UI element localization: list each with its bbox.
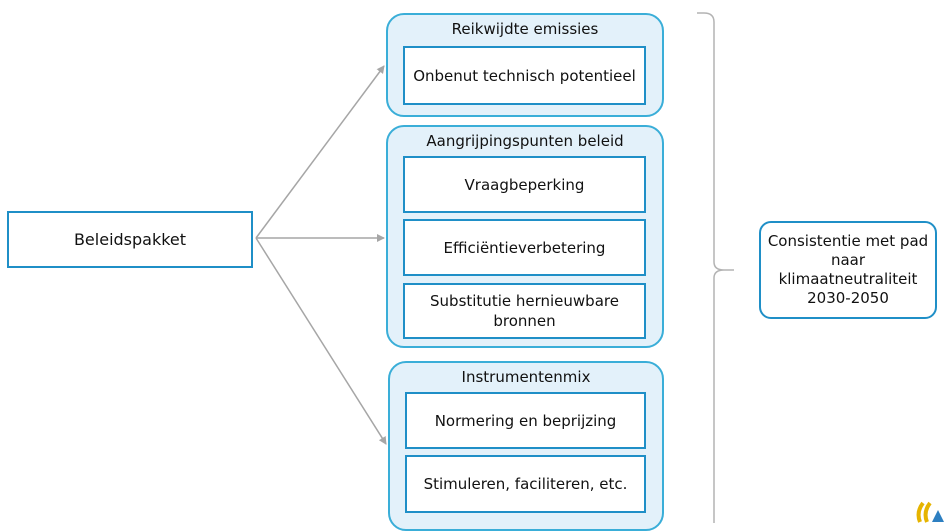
outcome-box: Consistentie met pad naar klimaatneutral… bbox=[759, 221, 937, 319]
item-stimuleren: Stimuleren, faciliteren, etc. bbox=[405, 455, 646, 513]
item-onbenut-potentieel: Onbenut technisch potentieel bbox=[403, 46, 646, 105]
group-title: Instrumentenmix bbox=[461, 368, 591, 386]
item-normering: Normering en beprijzing bbox=[405, 392, 646, 449]
group-title: Aangrijpingspunten beleid bbox=[426, 132, 624, 150]
source-label: Beleidspakket bbox=[73, 230, 187, 249]
logo-icon bbox=[916, 501, 944, 523]
source-box: Beleidspakket bbox=[7, 211, 253, 268]
arrow-to-instrumentenmix bbox=[255, 237, 387, 445]
item-vraagbeperking: Vraagbeperking bbox=[403, 156, 646, 213]
item-substitutie: Substitutie hernieuwbare bronnen bbox=[403, 283, 646, 339]
group-title: Reikwijdte emissies bbox=[451, 20, 599, 38]
outcome-label: Consistentie met pad naar klimaatneutral… bbox=[767, 232, 929, 307]
arrow-to-reikwijdte bbox=[255, 65, 385, 239]
brace bbox=[697, 12, 734, 523]
item-efficientieverbetering: Efficiëntieverbetering bbox=[403, 219, 646, 276]
